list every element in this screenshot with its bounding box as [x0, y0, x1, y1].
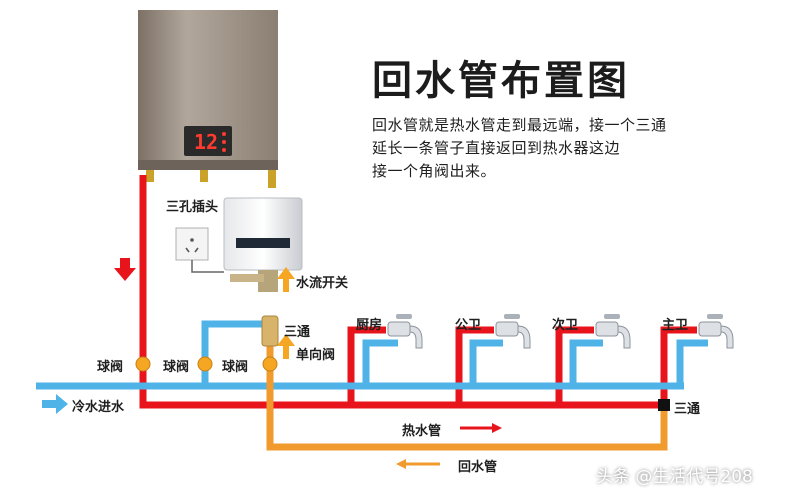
label-tee-end: 三通 [674, 402, 701, 417]
label-check-valve: 单向阀 [296, 348, 336, 363]
label-cold-inlet: 冷水进水 [72, 400, 125, 415]
cold-inlet-arrow-icon [42, 394, 68, 414]
description-line: 接一个角阀出来。 [372, 162, 497, 180]
label-kitchen: 厨房 [356, 318, 383, 333]
panel-led-icon [222, 132, 226, 136]
faucet-icon [495, 314, 531, 349]
label-master-bath: 主卫 [662, 318, 689, 333]
label-public-bath: 公卫 [455, 318, 482, 333]
power-cable [191, 260, 224, 273]
description-line: 回水管就是热水管走到最远端，接一个三通 [372, 116, 667, 134]
check-valve-icon [261, 315, 279, 347]
wall-socket [175, 227, 224, 273]
label-socket: 三孔插头 [166, 200, 219, 215]
socket-plate [175, 227, 209, 261]
watermark: 头条 @生活代号208 [596, 467, 753, 487]
diagram-title: 回水管布置图 [372, 58, 630, 104]
hot-pipe-kitchen [347, 326, 386, 405]
label-tee-top: 三通 [284, 325, 311, 340]
cold-pipe-kitchen [362, 339, 398, 386]
hot-direction-arrowhead-icon [492, 423, 502, 433]
label-ball-valve: 球阀 [97, 360, 124, 375]
label-ball-valve: 球阀 [163, 360, 190, 375]
heater-fitting [200, 170, 208, 182]
description-line: 延长一条管子直接返回到热水器这边 [372, 139, 621, 157]
label-return-pipe: 回水管 [458, 460, 498, 475]
faucet-icon [595, 314, 631, 349]
socket-hole-icon [185, 247, 190, 253]
label-second-bath: 次卫 [552, 318, 579, 333]
ball-valve-icon [135, 356, 151, 372]
check-valve-arrow-icon [277, 334, 295, 359]
pump-housing [223, 197, 303, 271]
hot-pipe-main [139, 175, 664, 409]
faucet-icon [387, 314, 423, 349]
cold-pipe-to-heater [201, 320, 268, 386]
return-direction-arrowhead-icon [396, 459, 406, 469]
label-ball-valve: 球阀 [222, 360, 249, 375]
cold-pipe-public-bath [469, 339, 503, 386]
ball-valve-icon [197, 356, 213, 372]
heater-fitting [268, 170, 276, 188]
circulation-pump [223, 197, 303, 347]
flow-up-arrow-icon [277, 267, 295, 292]
faucet-icon [698, 314, 734, 349]
heater-fitting [146, 170, 154, 182]
cold-pipe-second-bath [569, 339, 603, 386]
return-pipe [266, 318, 668, 451]
cold-pipe-master-bath [676, 339, 708, 386]
water-heater-display: 12 [194, 130, 218, 154]
pump-display [236, 238, 290, 248]
hot-pipe-second-bath [555, 326, 594, 405]
hot-pipe-master-bath [660, 326, 697, 405]
hot-flow-down-arrow-icon [114, 258, 136, 281]
tee-fitting-end [658, 399, 670, 411]
hot-pipe-public-bath [455, 326, 494, 405]
label-hot-pipe: 热水管 [402, 424, 442, 439]
socket-hole-icon [190, 238, 194, 242]
water-heater-panel [184, 126, 232, 156]
panel-led-icon [222, 140, 226, 144]
pump-pipe [230, 274, 264, 282]
ball-valve-icon [262, 356, 278, 372]
socket-hole-icon [194, 247, 199, 253]
hot-water-pipes [139, 175, 697, 409]
water-heater-base [138, 160, 278, 170]
water-heater: 12 [138, 10, 278, 188]
panel-led-icon [222, 148, 226, 152]
label-flow-switch: 水流开关 [296, 276, 349, 291]
